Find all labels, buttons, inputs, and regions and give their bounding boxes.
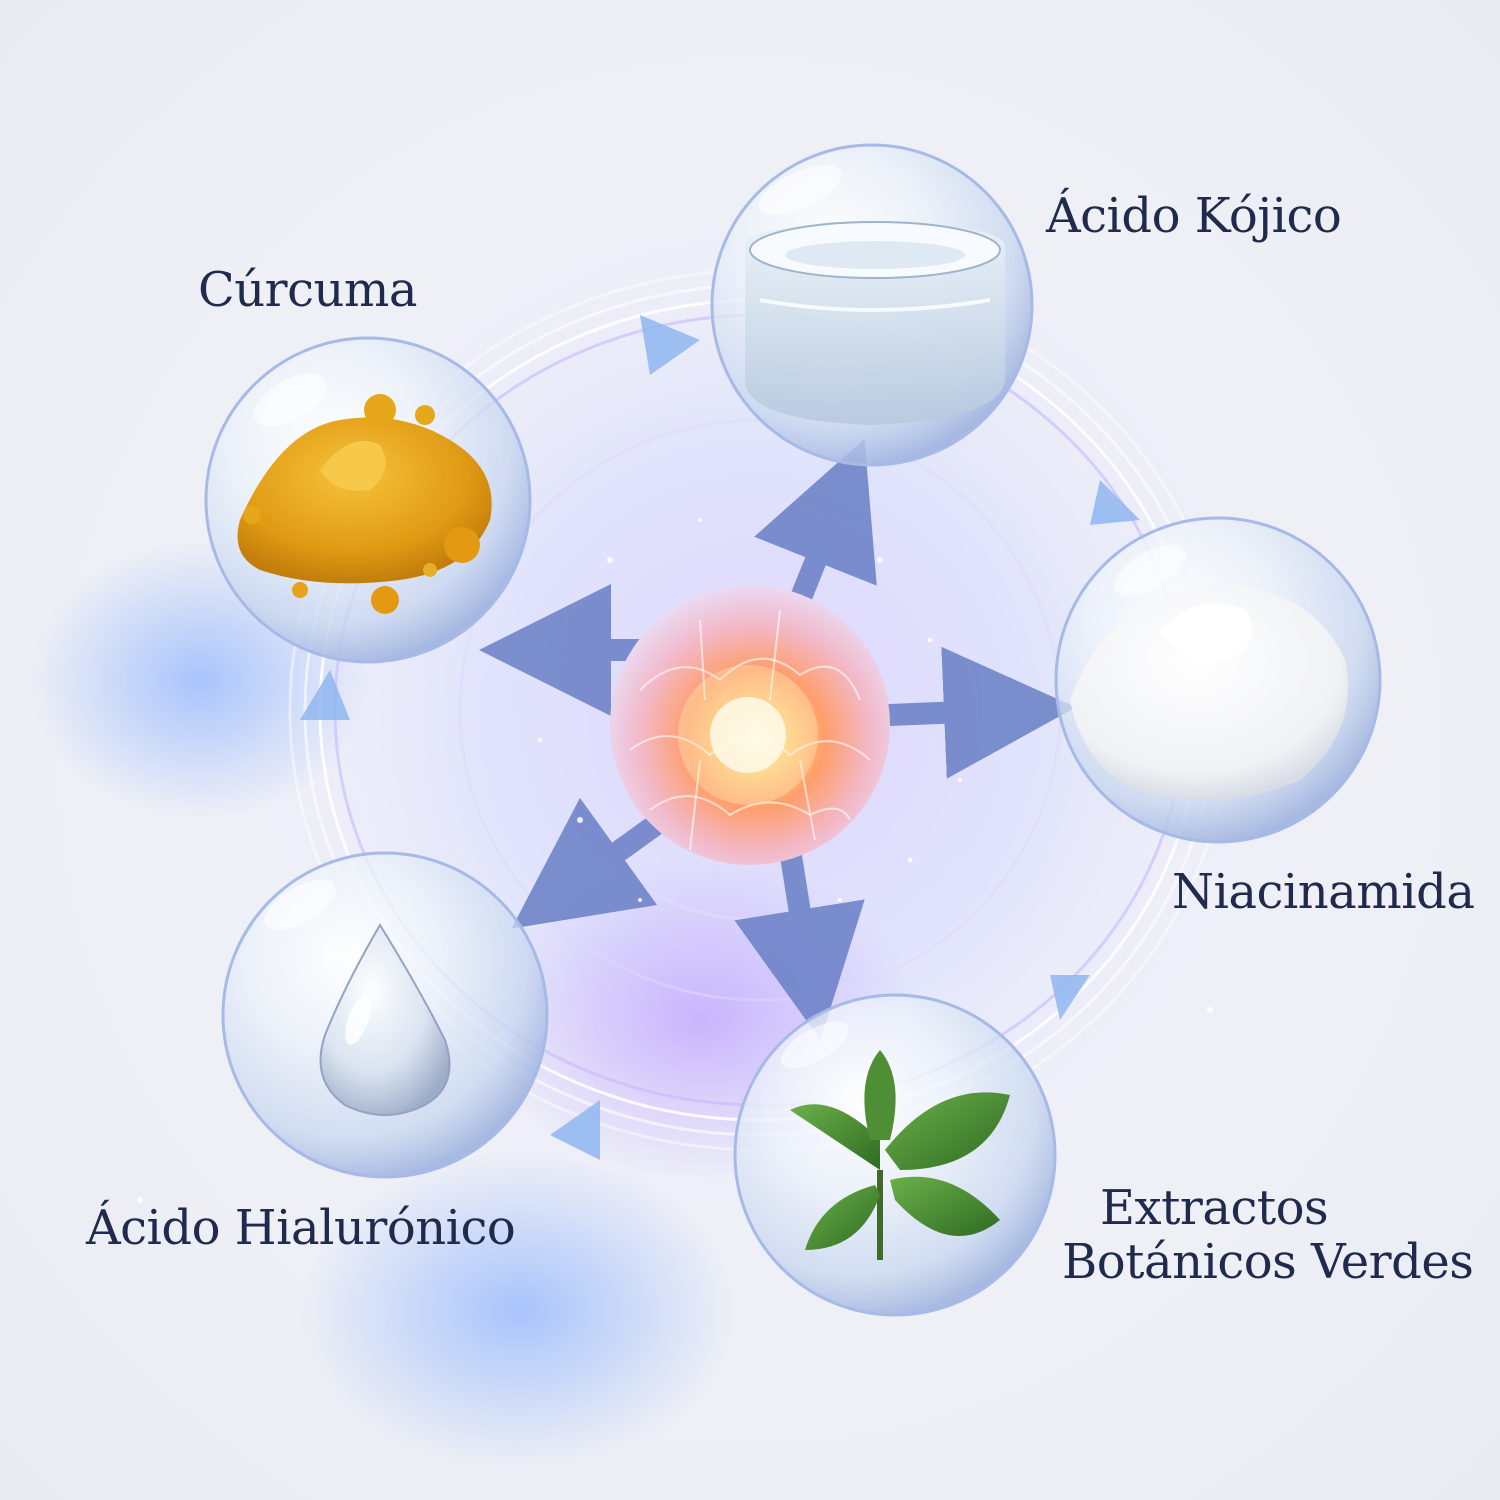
label-extractos-line2: Botánicos Verdes xyxy=(1062,1233,1474,1290)
water-drop-icon xyxy=(319,923,451,1116)
node-hialuronico xyxy=(221,851,549,1179)
ring-arrow-hialu-curcuma xyxy=(300,670,350,720)
label-kojico: Ácido Kójico xyxy=(1046,188,1342,244)
turmeric-powder-icon xyxy=(237,394,492,614)
ring-arrow-niacin-extract xyxy=(1050,975,1090,1020)
node-niacinamida xyxy=(1054,516,1382,844)
ring-arrow-extract-hialu xyxy=(550,1100,600,1160)
ring-arrow-kojico-niacin xyxy=(1090,480,1140,525)
label-curcuma: Cúrcuma xyxy=(198,262,418,318)
ring-arrow-curcuma-kojico xyxy=(640,315,700,375)
label-extractos-line1: Extractos xyxy=(1100,1180,1329,1236)
node-extractos xyxy=(733,993,1057,1317)
cell-icon xyxy=(610,585,890,865)
label-niacinamida: Niacinamida xyxy=(1172,864,1475,920)
node-kojico xyxy=(710,143,1034,467)
label-extractos: Extractos Botánicos Verdes xyxy=(1062,1180,1474,1290)
arrow-to-niacin xyxy=(879,646,1076,779)
white-powder-icon xyxy=(1070,584,1348,800)
arrow-to-kojico xyxy=(754,438,877,611)
ring-arrows xyxy=(300,315,1140,1160)
basil-leaf-icon xyxy=(790,1050,1010,1260)
arrow-to-extract xyxy=(734,839,865,1041)
liquid-glass-icon xyxy=(745,221,1005,425)
node-curcuma xyxy=(204,336,532,664)
sparkles xyxy=(137,518,1213,1203)
blue-glow-bottom xyxy=(300,1150,740,1470)
label-hialuronico: Ácido Hialurónico xyxy=(86,1200,516,1256)
